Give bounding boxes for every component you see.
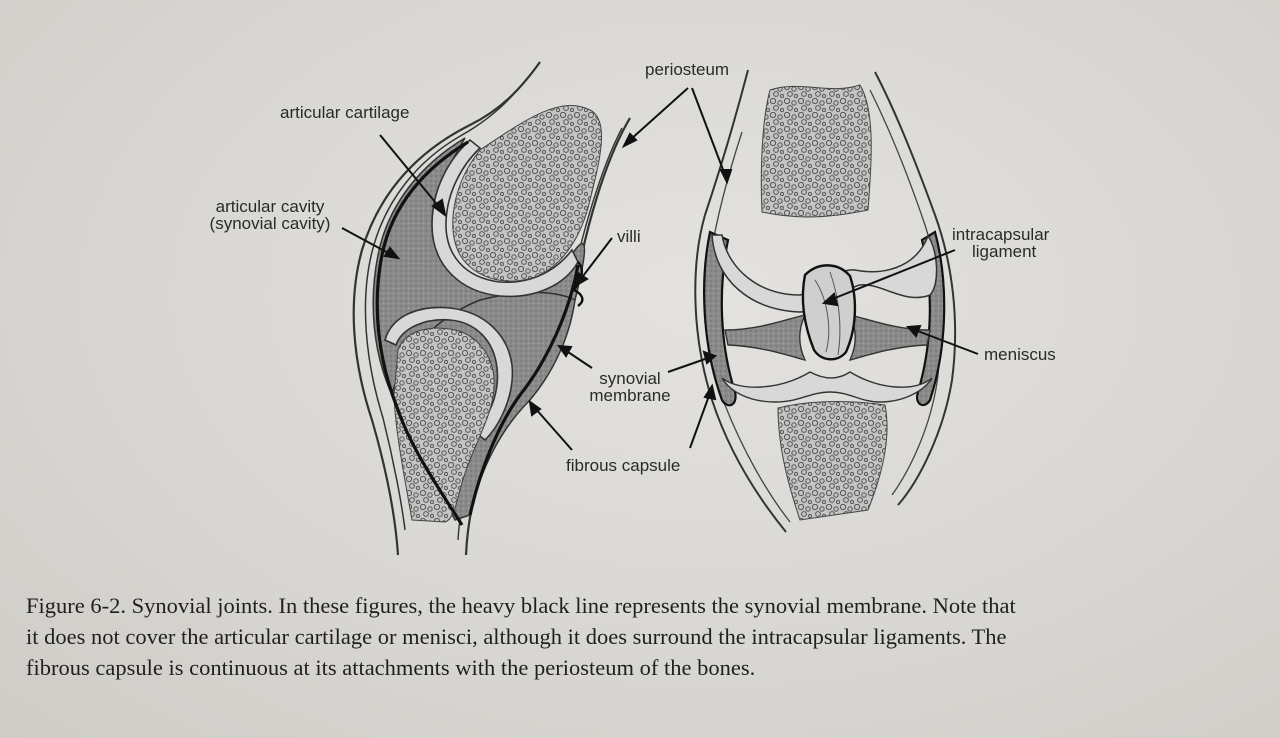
label-fibrous-capsule: fibrous capsule <box>566 456 681 475</box>
right-joint <box>694 69 957 533</box>
leader-lines <box>341 87 979 451</box>
caption-line-1: Figure 6-2. Synovial joints. In these fi… <box>26 593 1016 618</box>
left-lower-cartilage <box>384 306 514 442</box>
label-synovial-membrane-line2: membrane <box>589 386 671 405</box>
fibrous-capsule-leader-right <box>689 392 711 449</box>
right-capsule-right-outer <box>874 71 957 506</box>
right-intracapsular-ligament <box>801 264 857 361</box>
articular-cavity-leader <box>341 227 393 256</box>
left-lower-bone <box>393 327 495 523</box>
right-lower-bone <box>777 401 888 521</box>
label-intracapsular-ligament-line1: intracapsular <box>952 225 1050 244</box>
right-cavity-right <box>916 230 946 407</box>
label-synovial-membrane: synovial membrane <box>580 370 680 404</box>
left-villi <box>572 261 584 307</box>
left-upper-cartilage <box>431 138 579 298</box>
meniscus-leader <box>914 329 979 355</box>
left-upper-bone <box>452 105 602 282</box>
caption-line-2: it does not cover the articular cartilag… <box>26 624 1007 649</box>
fibrous-capsule-leader-left <box>534 407 573 451</box>
periosteum-leader-left <box>629 87 689 141</box>
left-fibrous-capsule-outer <box>352 61 541 556</box>
right-meniscus-left <box>724 314 807 362</box>
label-articular-cartilage: articular cartilage <box>280 103 410 122</box>
right-meniscus-right <box>848 314 931 362</box>
label-articular-cavity: articular cavity (synovial cavity) <box>190 198 350 232</box>
right-capsule-left-outer <box>694 69 787 533</box>
label-articular-cavity-line2: (synovial cavity) <box>209 214 331 233</box>
label-articular-cavity-line1: articular cavity <box>215 197 325 216</box>
left-synovial-membrane-line <box>375 140 469 526</box>
right-lower-cartilage <box>721 371 933 403</box>
synovial-leader-left <box>564 349 593 369</box>
label-meniscus: meniscus <box>984 345 1056 364</box>
label-villi: villi <box>617 227 641 246</box>
right-upper-bone <box>760 84 872 218</box>
right-cavity-left <box>703 230 737 407</box>
label-periosteum: periosteum <box>645 60 730 79</box>
label-intracapsular-ligament-line2: ligament <box>972 242 1037 261</box>
periosteum-leader-right <box>691 87 726 176</box>
label-intracapsular-ligament: intracapsular ligament <box>952 226 1049 260</box>
articular-cartilage-leader <box>379 134 441 209</box>
left-joint <box>352 61 631 556</box>
right-upper-cartilage <box>711 234 938 313</box>
figure-caption: Figure 6-2. Synovial joints. In these fi… <box>26 590 1258 683</box>
ligament-leader <box>829 249 956 301</box>
left-synovial-membrane-line-right <box>468 264 580 516</box>
right-ligament-fibers <box>814 271 841 356</box>
label-synovial-membrane-line1: synovial <box>599 369 661 388</box>
caption-line-3: fibrous capsule is continuous at its att… <box>26 655 756 680</box>
villi-leader <box>579 237 613 281</box>
synovial-leader-right <box>667 357 709 373</box>
left-fibrous-capsule-inner <box>364 74 531 531</box>
